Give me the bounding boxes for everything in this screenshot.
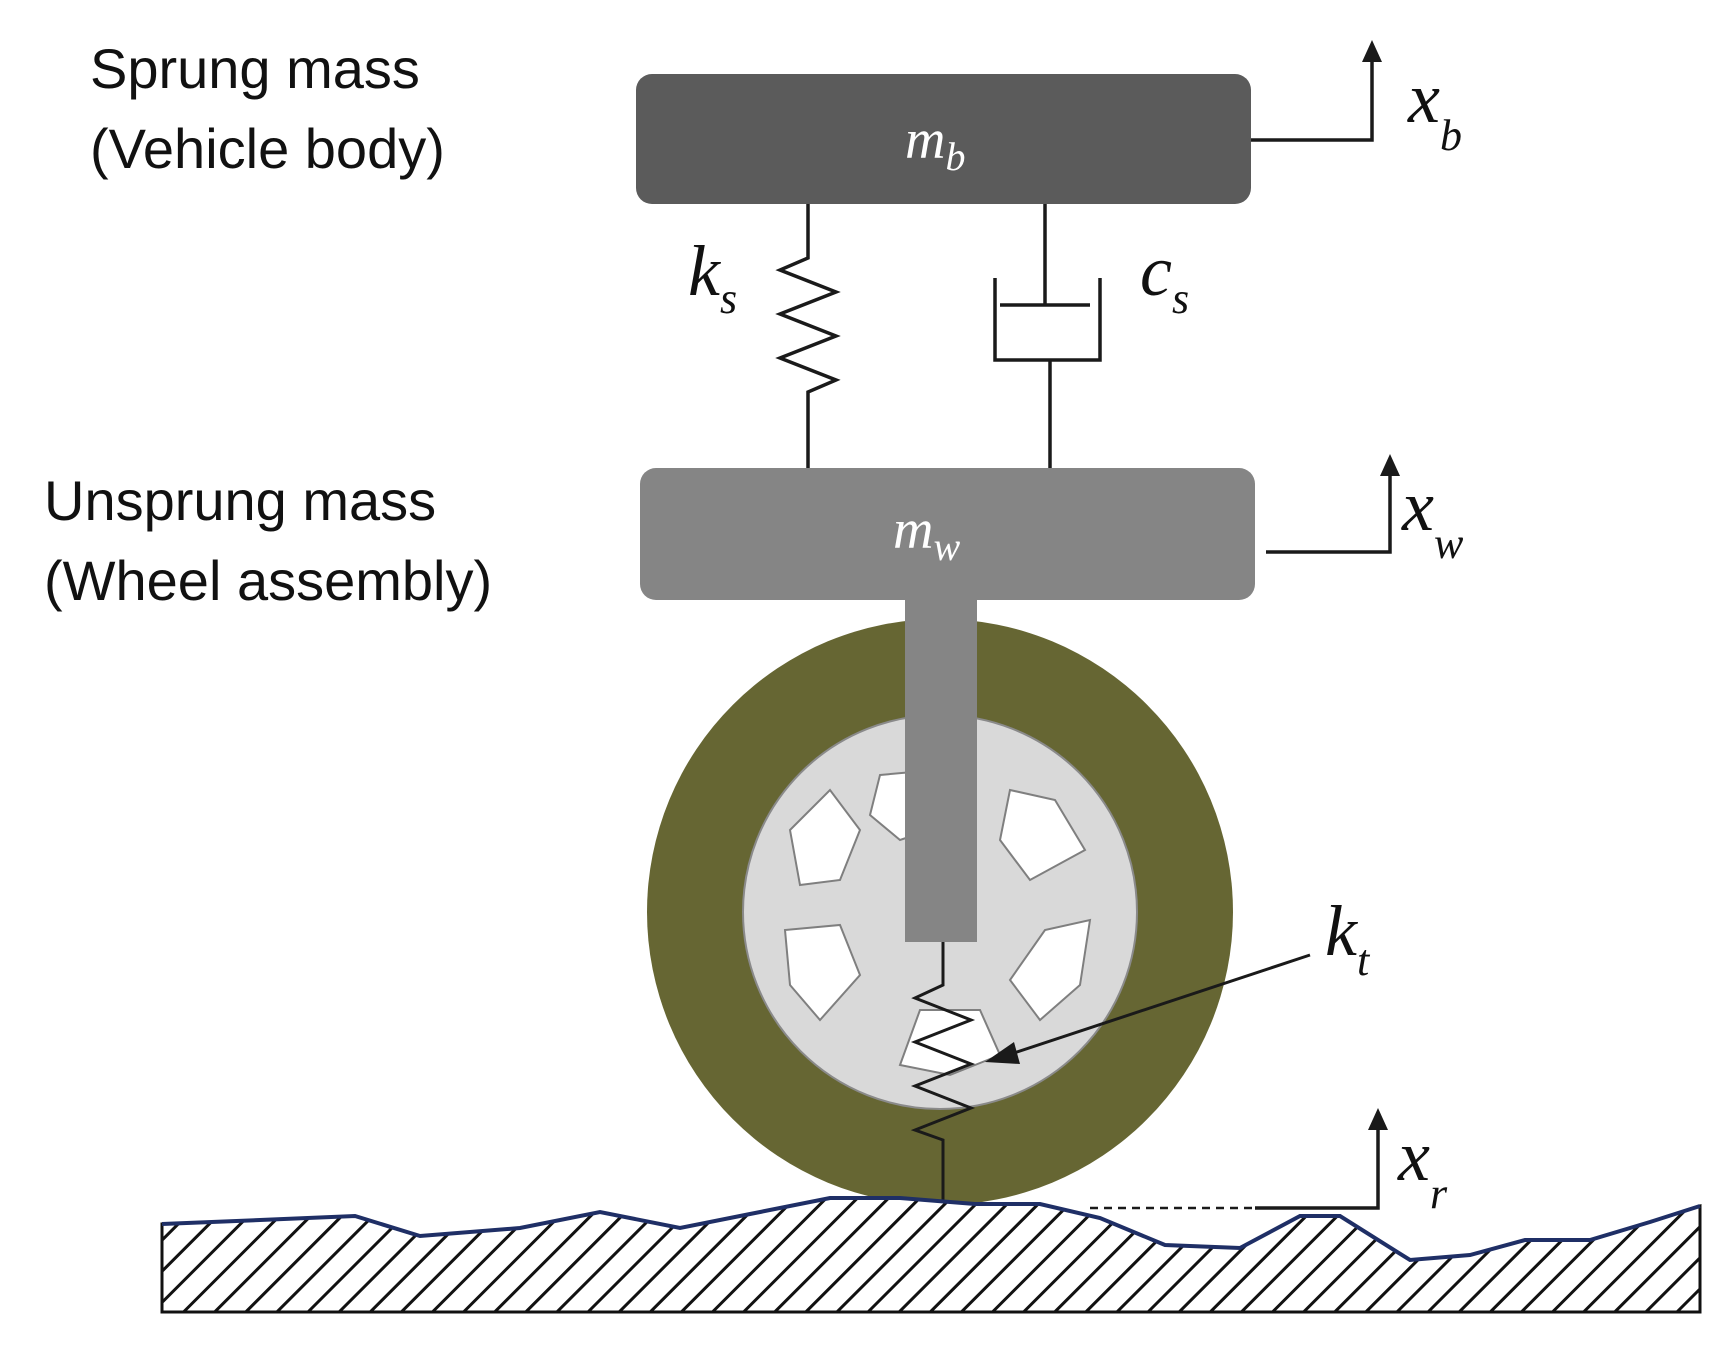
wheel-displacement-arrow (1266, 466, 1392, 554)
tire-spring-symbol: kt (1325, 891, 1371, 985)
body-mass-block (636, 74, 1251, 204)
body-mass-symbol: mb (905, 109, 965, 179)
suspension-damper (993, 204, 1102, 470)
tire-spring-pointer-head (985, 1042, 1020, 1064)
suspension-spring-symbol: ks (688, 231, 737, 323)
road-profile-line (161, 1196, 1701, 1263)
body-displacement-symbol: xb (1407, 58, 1462, 160)
body-displacement-arrow (1251, 50, 1374, 142)
wheel-mass-symbol: mw (893, 499, 960, 569)
road-displacement-arrow (1255, 1120, 1380, 1210)
tire-spring-pointer (1007, 953, 1311, 1057)
suspension-spring (775, 204, 841, 470)
unsprung-mass-label: Unsprung mass (44, 469, 436, 532)
wheel-strut (905, 600, 977, 942)
unsprung-mass-sublabel: (Wheel assembly) (44, 549, 492, 612)
body-displacement-arrowhead (1362, 40, 1382, 62)
wheel-displacement-arrowhead (1380, 454, 1400, 476)
sprung-mass-sublabel: (Vehicle body) (90, 117, 445, 180)
wheel-displacement-symbol: xw (1401, 466, 1464, 568)
tire-spring (910, 942, 976, 1202)
road-displacement-symbol: xr (1397, 1116, 1448, 1218)
sprung-mass-label: Sprung mass (90, 37, 420, 100)
suspension-damper-symbol: cs (1140, 231, 1189, 323)
road-displacement-arrowhead (1368, 1108, 1388, 1130)
wheel-mass-block (640, 468, 1255, 600)
